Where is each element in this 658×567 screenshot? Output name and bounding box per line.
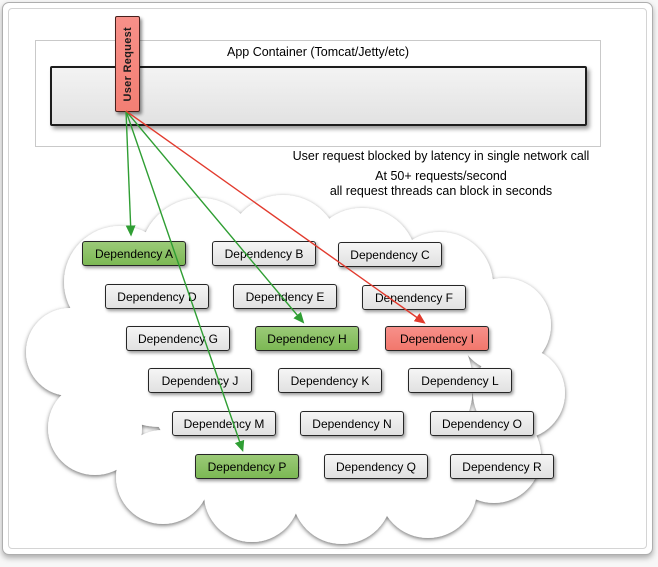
dependency-box-k: Dependency K [278,368,382,393]
note-threads-block: all request threads can block in seconds [329,184,553,198]
dependency-box-h: Dependency H [255,326,359,351]
app-container-title: App Container (Tomcat/Jetty/etc) [226,45,410,59]
dependency-box-e: Dependency E [233,284,337,309]
dependency-box-p: Dependency P [195,454,299,479]
dependency-box-q: Dependency Q [324,454,428,479]
dependency-box-a: Dependency A [82,241,186,266]
dependency-box-r: Dependency R [450,454,554,479]
dependency-box-b: Dependency B [212,241,316,266]
inner-frame [8,8,647,549]
dependency-box-g: Dependency G [126,326,230,351]
note-latency: User request blocked by latency in singl… [292,149,590,163]
dependency-box-d: Dependency D [105,284,209,309]
dependency-box-i: Dependency I [385,326,489,351]
dependency-box-m: Dependency M [172,411,276,436]
dependency-box-o: Dependency O [430,411,534,436]
dependency-box-l: Dependency L [408,368,512,393]
user-request-label: User Request [121,26,134,102]
dependency-box-f: Dependency F [362,285,466,310]
user-request-box: User Request [115,16,140,112]
dependency-box-n: Dependency N [300,411,404,436]
dependency-box-j: Dependency J [148,368,252,393]
dependency-box-c: Dependency C [338,242,442,267]
note-request-rate: At 50+ requests/second [375,169,507,183]
